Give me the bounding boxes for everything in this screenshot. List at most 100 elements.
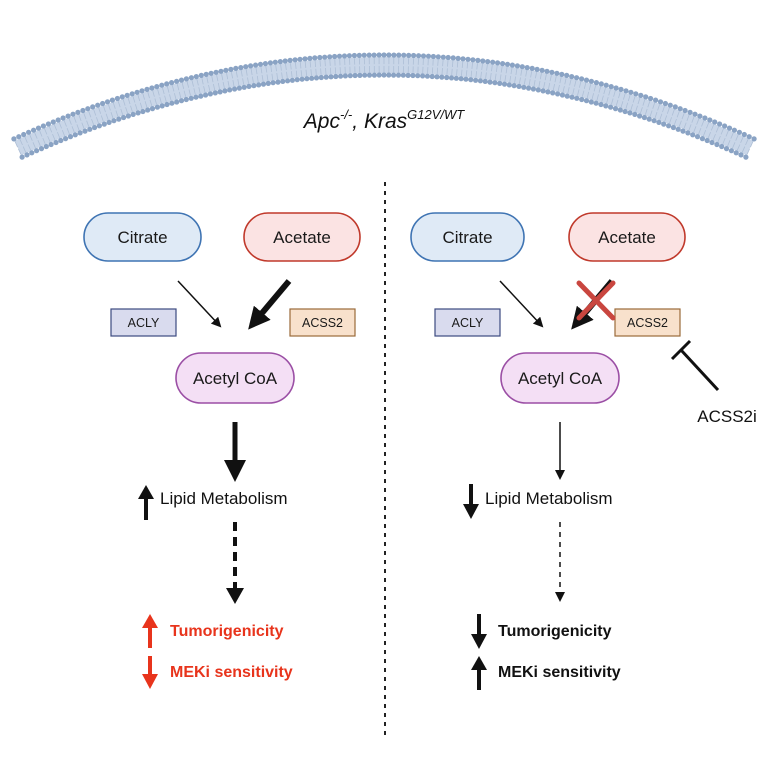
lipid-head-dot (280, 78, 286, 84)
right-lipid-label: Lipid Metabolism (485, 489, 613, 508)
lipid-head-dot (366, 72, 373, 78)
lipid-head-dot (341, 53, 348, 59)
inhibition-bar-icon (670, 339, 720, 392)
lipid-head-dot (70, 111, 76, 117)
lipid-head-dot (559, 71, 565, 77)
lipid-tail (247, 77, 249, 84)
lipid-head-dot (455, 55, 461, 62)
lipid-tail (117, 101, 121, 108)
lipid-head-dot (477, 78, 483, 84)
lipid-tail (640, 107, 643, 114)
lipid-tail (52, 133, 56, 141)
lipid-head-dot (366, 52, 372, 58)
left-meki-down-arrow (142, 656, 158, 689)
lipid-head-dot (588, 99, 594, 105)
lipid-head-dot (516, 83, 522, 89)
lipid-head-dot (11, 136, 17, 142)
lipid-tail (100, 115, 104, 122)
lipid-head-dot (661, 121, 667, 127)
lipid-head-dot (550, 90, 556, 96)
lipid-tail (465, 70, 468, 77)
lipid-head-dot (236, 85, 242, 91)
lipid-head-dot (307, 55, 313, 62)
lipid-tail (554, 75, 557, 83)
lipid-head-dot (100, 100, 106, 107)
lipid-head-dot (717, 121, 723, 127)
lipid-head-dot (643, 94, 649, 100)
lipid-tail (211, 75, 214, 83)
lipid-head-dot (714, 141, 720, 148)
lipid-tail (44, 128, 48, 135)
cell-membrane (11, 52, 757, 160)
lipid-tail (281, 72, 283, 79)
lipid-head-dot (504, 61, 511, 67)
lipid-head-dot (60, 115, 66, 121)
lipid-head-dot (381, 52, 387, 58)
lipid-head-dot (699, 136, 706, 142)
lipid-tail (520, 69, 523, 76)
lipid-head-dot (169, 100, 175, 106)
lipid-tail (564, 78, 567, 85)
lipid-head-dot (26, 129, 32, 135)
lipid-tail (480, 71, 482, 79)
lipid-tail (183, 90, 187, 97)
lipid-head-dot (603, 82, 609, 88)
lipid-tail (572, 88, 575, 95)
lipid-tail (740, 136, 744, 143)
lipid-head-dot (149, 106, 156, 112)
lipid-head-dot (361, 52, 367, 58)
lipid-tail (683, 122, 687, 129)
lipid-head-dot (648, 95, 654, 102)
lipid-head-dot (416, 53, 422, 59)
lipid-head-dot (16, 134, 22, 140)
lipid-head-dot (193, 74, 199, 80)
lipid-tail (630, 104, 633, 111)
lipid-head-dot (492, 80, 498, 86)
lipid-head-dot (256, 82, 262, 88)
lipid-head-dot (270, 80, 276, 86)
lipid-head-dot (85, 106, 91, 112)
lipid-head-dot (666, 123, 672, 129)
lipid-head-dot (526, 85, 532, 91)
lipid-tail (32, 142, 36, 149)
lipid-head-dot (342, 73, 348, 79)
lipid-head-dot (662, 100, 669, 107)
lipid-head-dot (598, 101, 604, 108)
lipid-tail (39, 130, 43, 137)
left-acss2-label: ACSS2 (302, 316, 343, 330)
lipid-tail (47, 135, 51, 143)
lipid-head-dot (312, 55, 318, 61)
lipid-head-dot (198, 93, 204, 99)
lipid-tail (206, 77, 209, 84)
lipid-head-dot (289, 77, 295, 83)
lipid-head-dot (174, 99, 180, 105)
lipid-tail (494, 73, 497, 80)
left-acetyl-coa-label: Acetyl CoA (193, 369, 278, 388)
lipid-tail (53, 124, 58, 131)
lipid-tail (227, 80, 230, 88)
lipid-tail (519, 77, 521, 84)
lipid-head-dot (35, 125, 42, 131)
lipid-head-dot (232, 86, 238, 92)
lipid-head-dot (352, 72, 358, 79)
lipid-tail (196, 79, 199, 86)
lipid-tail (720, 128, 724, 135)
lipid-tail (538, 80, 541, 88)
lipid-tail (673, 118, 677, 126)
lipid-tail (544, 73, 547, 81)
lipid-tail (470, 70, 473, 77)
lipid-head-dot (351, 52, 357, 59)
lipid-head-dot (627, 110, 633, 116)
lipid-tail (654, 111, 658, 119)
lipid-head-dot (473, 77, 479, 83)
lipid-tail (261, 75, 264, 82)
lipid-head-dot (429, 73, 435, 80)
lipid-head-dot (612, 106, 619, 112)
lipid-tail (490, 72, 492, 80)
lipid-head-dot (40, 123, 47, 129)
lipid-tail (559, 77, 562, 84)
lipid-head-dot (667, 102, 673, 108)
lipid-tail (722, 137, 726, 145)
lipid-tail (644, 108, 648, 116)
lipid-head-dot (140, 108, 146, 115)
